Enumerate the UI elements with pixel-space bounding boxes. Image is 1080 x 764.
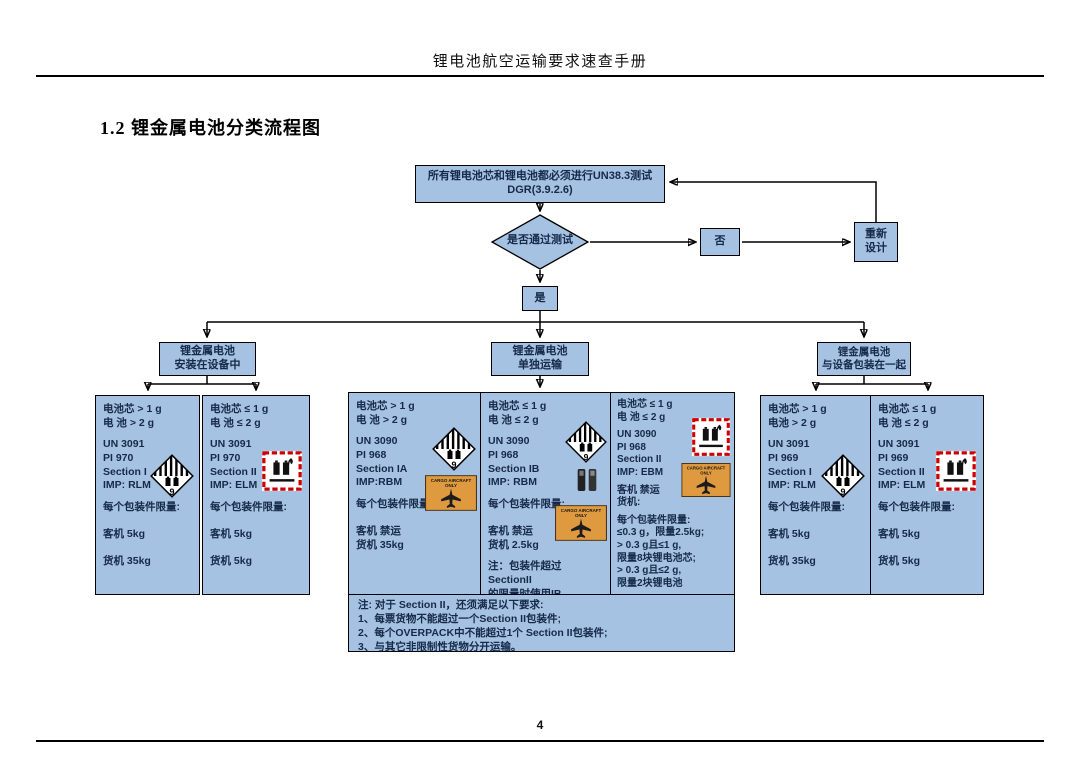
cargo-aircraft-only-label-icon (681, 463, 731, 497)
cell-classification: UN 3090 PI 968 Section II IMP: EBM (617, 429, 664, 478)
cell-threshold: 电池芯 > 1 g 电 池 > 2 g (103, 403, 162, 429)
cargo-aircraft-only-label-icon (425, 475, 477, 511)
cell-classification: UN 3091 PI 969 Section I IMP: RLM (768, 438, 816, 492)
document-header-title: 锂电池航空运输要求速查手册 (432, 54, 648, 70)
class-9-hazard-label-icon (821, 454, 865, 498)
cell-packed-section-ii: 电池芯 ≤ 1 g 电 池 ≤ 2 g UN 3091 PI 969 Secti… (870, 395, 984, 595)
cell-installed-section-ii: 电池芯 ≤ 1 g 电 池 ≤ 2 g UN 3091 PI 970 Secti… (202, 395, 310, 595)
cell-standalone-section-ia: 电池芯 > 1 g 电 池 > 2 g UN 3090 PI 968 Secti… (348, 392, 481, 595)
section-title: 1.2 锂金属电池分类流程图 (100, 118, 321, 138)
cargo-aircraft-only-label-icon (555, 505, 607, 541)
cell-transport: 客机 禁运 货机: (617, 484, 660, 509)
flow-decision-label: 是否通过测试 (507, 234, 573, 246)
footer-divider (36, 740, 1044, 742)
cell-classification: UN 3091 PI 969 Section II IMP: ELM (878, 438, 926, 492)
cell-packed-section-i: 电池芯 > 1 g 电池 > 2 g UN 3091 PI 969 Sectio… (760, 395, 871, 595)
header-divider (36, 75, 1044, 77)
page-number: 4 (536, 718, 544, 732)
cell-threshold: 电池芯 > 1 g 电 池 > 2 g (356, 400, 415, 426)
cell-threshold: 电池芯 ≤ 1 g 电 池 ≤ 2 g (878, 403, 937, 429)
cell-threshold: 电池芯 ≤ 1 g 电 池 ≤ 2 g (617, 399, 673, 423)
cell-threshold: 电池芯 > 1 g 电池 > 2 g (768, 403, 827, 429)
branch-header-installed-in-equipment: 锂金属电池 安装在设备中 (159, 342, 256, 376)
cell-limits: 每个包装件限量: 客机 5kg 货机 35kg (768, 500, 845, 568)
cell-standalone-section-ib: 电池芯 ≤ 1 g 电 池 ≤ 2 g UN 3090 PI 968 Secti… (480, 392, 611, 600)
cell-classification: UN 3091 PI 970 Section I IMP: RLM (103, 438, 151, 492)
lithium-battery-mark-icon (935, 450, 977, 492)
flow-yes-box: 是 (522, 286, 558, 311)
cell-standalone-section-ii: 电池芯 ≤ 1 g 电 池 ≤ 2 g UN 3090 PI 968 Secti… (610, 392, 735, 595)
cell-limits: 每个包装件限量: ≤0.3 g，限量2.5kg; > 0.3 g且≤1 g, 限… (617, 514, 705, 589)
cell-classification: UN 3090 PI 968 Section IA IMP:RBM (356, 435, 408, 489)
flow-redesign-box: 重新 设计 (854, 222, 898, 262)
branch-header-standalone: 锂金属电池 单独运输 (491, 342, 589, 376)
cell-limits: 每个包装件限量: 客机 5kg 货机 5kg (878, 500, 955, 568)
lithium-battery-mark-icon (691, 417, 731, 457)
cell-limits: 每个包装件限量: 客机 禁运 货机 35kg (356, 497, 433, 551)
cell-classification: UN 3091 PI 970 Section II IMP: ELM (210, 438, 258, 492)
cell-threshold: 电池芯 ≤ 1 g 电 池 ≤ 2 g (210, 403, 269, 429)
class-9-hazard-label-icon (150, 454, 194, 498)
flow-start-box: 所有锂电池芯和锂电池都必须进行UN38.3测试 DGR(3.9.2.6) (415, 165, 665, 203)
cell-limits: 每个包装件限量: 客机 禁运 货机 2.5kg (488, 497, 565, 551)
class-9-hazard-label-icon (565, 421, 607, 463)
cell-limits: 每个包装件限量: 客机 5kg 货机 5kg (210, 500, 287, 568)
standalone-section-ii-footnote: 注: 对于 Section II，还须满足以下要求: 1、每票货物不能超过一个S… (348, 594, 735, 653)
cell-installed-section-i: 电池芯 > 1 g 电 池 > 2 g UN 3091 PI 970 Secti… (95, 395, 200, 595)
class-9-hazard-label-icon (432, 427, 476, 471)
lithium-battery-mark-icon (261, 450, 303, 492)
battery-cells-photo-icon (576, 467, 598, 493)
flow-no-box: 否 (700, 228, 740, 256)
branch-header-packed-with-equipment: 锂金属电池 与设备包装在一起 (817, 342, 911, 376)
cell-limits: 每个包装件限量: 客机 5kg 货机 35kg (103, 500, 180, 568)
cell-classification: UN 3090 PI 968 Section IB IMP: RBM (488, 435, 540, 489)
cell-threshold: 电池芯 ≤ 1 g 电 池 ≤ 2 g (488, 400, 547, 426)
